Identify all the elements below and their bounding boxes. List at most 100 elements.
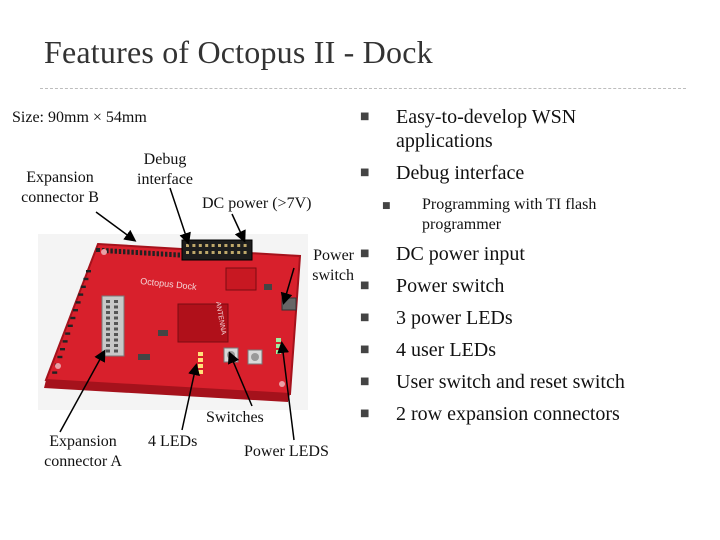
header-pin (169, 252, 172, 257)
square-bullet-icon: ■ (360, 248, 370, 259)
header-pin (70, 316, 76, 320)
title-rule (40, 88, 686, 89)
user-leds (198, 352, 203, 374)
connector-pin (106, 316, 110, 320)
debug-pin (192, 251, 196, 254)
connector-pin (114, 349, 118, 353)
header-pin (135, 250, 138, 255)
header-pin (80, 285, 86, 288)
connector-pin (106, 344, 110, 347)
dc-power-label: DC power (>7V) (202, 195, 312, 212)
pcb-edge (44, 380, 290, 402)
connector-pin (106, 338, 110, 342)
header-pin (173, 252, 176, 258)
debug-interface-line-1: Debug (143, 151, 187, 168)
debug-pin (205, 244, 209, 247)
header-pin (52, 371, 58, 374)
header-pin (139, 250, 143, 256)
connector-pin (114, 327, 118, 331)
square-bullet-icon: ■ (360, 312, 370, 323)
header-pin (62, 340, 68, 343)
bullet-text: 2 row expansion connectors (396, 403, 620, 425)
bullet-text: DC power input (396, 243, 525, 265)
header-pin (156, 251, 159, 257)
debug-pin (218, 244, 221, 247)
bullet-text: Power switch (396, 275, 505, 297)
debug-pin (243, 251, 247, 254)
board-photo: Octopus Dock ANTENNA (38, 234, 308, 410)
debug-pin (211, 244, 215, 247)
header-pin (123, 249, 126, 255)
bullet-text: 4 user LEDs (396, 339, 496, 361)
square-bullet-icon: ■ (360, 344, 370, 355)
size-label: Size: 90mm × 54mm (12, 109, 147, 126)
connector-pin (114, 316, 118, 320)
connector-pin (106, 349, 110, 353)
header-pin (57, 355, 63, 359)
square-bullet-icon: ■ (360, 408, 370, 419)
antenna-chip (225, 267, 257, 291)
bullet-text: 3 power LEDs (396, 307, 513, 329)
switches-label: Switches (206, 409, 264, 426)
pcb-body (44, 242, 302, 396)
header-pin (86, 270, 91, 273)
connector-pin (114, 311, 118, 314)
header-pin (144, 250, 147, 256)
connector-pin (106, 333, 110, 336)
connector-pin (106, 322, 110, 325)
square-bullet-icon: ■ (360, 376, 370, 387)
square-bullet-icon: ■ (360, 111, 370, 122)
chip (177, 303, 229, 343)
header-pin (75, 301, 81, 304)
header-pin (65, 332, 71, 335)
expansion-b-line-1: Expansion (26, 169, 94, 186)
debug-pin (198, 244, 202, 247)
connector-pin (114, 344, 118, 347)
expansion-b-label: Expansion connector B (8, 168, 112, 208)
expansion-a-line-1: Expansion (49, 433, 117, 450)
connector-pin (106, 327, 110, 331)
debug-pin (224, 251, 228, 254)
power-switch-label: Power switch (290, 246, 354, 286)
debug-pin (237, 251, 241, 254)
power-leds (276, 338, 281, 354)
debug-pin (198, 251, 202, 254)
debug-pin (205, 251, 209, 254)
connector-pin (106, 311, 110, 314)
expansion-a-line-2: connector A (44, 453, 122, 470)
debug-pin (186, 251, 189, 254)
big-connector (101, 295, 125, 357)
debug-pin (218, 251, 221, 254)
bullet-text: User switch and reset switch (396, 371, 625, 393)
power-switch (281, 297, 297, 311)
header-pin (152, 251, 155, 256)
debug-interface-line-2: interface (137, 171, 193, 188)
header-pin (148, 250, 151, 256)
square-bullet-icon: ■ (360, 280, 370, 291)
debug-pin (224, 244, 228, 247)
connector-pin (114, 322, 118, 325)
header-pin (127, 249, 130, 255)
debug-pin (243, 244, 247, 247)
debug-header (181, 239, 253, 261)
debug-pin (192, 244, 196, 247)
connector-pin (114, 305, 118, 309)
header-pin (78, 293, 84, 296)
header-pin (106, 248, 109, 254)
connector-pin (114, 333, 118, 336)
debug-pin (230, 244, 234, 247)
power-switch-line-2: switch (312, 267, 354, 284)
connector-pin (106, 305, 110, 309)
header-pin (118, 249, 122, 254)
header-pin (160, 251, 164, 257)
connector-pin (114, 338, 118, 342)
connector-pin (114, 300, 118, 303)
debug-pin (230, 251, 234, 254)
expansion-b-line-2: connector B (21, 189, 99, 206)
sub-bullet-text: programmer (422, 216, 502, 233)
header-pin (60, 348, 65, 351)
header-pin (177, 252, 180, 258)
board-illustration: Octopus Dock ANTENNA (44, 239, 302, 402)
connector-pin (106, 300, 110, 303)
square-bullet-icon: ■ (382, 201, 391, 211)
